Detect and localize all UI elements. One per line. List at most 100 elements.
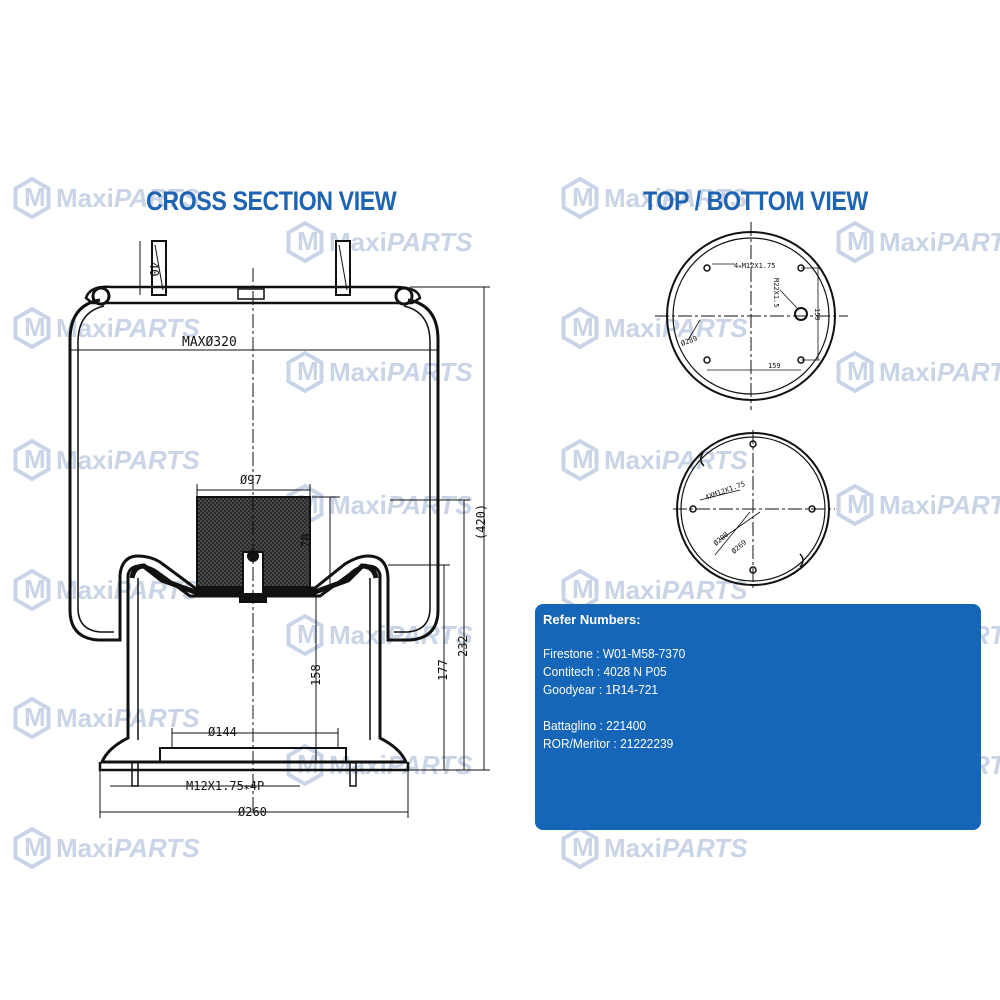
base-plate: [98, 762, 410, 772]
watermark-brand-prefix: Maxi: [879, 357, 937, 387]
watermark-brand-prefix: Maxi: [56, 445, 114, 475]
svg-text:M: M: [297, 749, 319, 779]
svg-text:MaxiPARTS: MaxiPARTS: [604, 445, 748, 475]
dim-top-spacing-x: 159: [768, 362, 781, 370]
bottom-view-labels: 4XM12X1.75 Ø200 Ø269: [704, 480, 748, 556]
watermark-brand-suffix: PARTS: [114, 313, 200, 343]
svg-text:M: M: [24, 832, 46, 862]
dim-stud-height: 40: [147, 262, 161, 276]
cross-section-dimensions: [70, 241, 490, 818]
watermark-brand-prefix: Maxi: [604, 575, 662, 605]
refer-line-firestone: Firestone : W01-M58-7370: [543, 646, 686, 661]
svg-text:M: M: [297, 619, 319, 649]
watermark-brand-suffix: PARTS: [662, 183, 748, 213]
dim-piston-diameter: Ø144: [208, 725, 237, 739]
watermark-logo: M MaxiPARTS: [13, 826, 200, 870]
top-bead-plate: [84, 285, 422, 305]
svg-text:M: M: [847, 489, 869, 519]
dim-bottom-diameter-269: Ø269: [730, 539, 748, 556]
watermark-logo: M MaxiPARTS: [286, 613, 473, 657]
svg-text:M: M: [572, 312, 594, 342]
cross-section-heading: CROSS SECTION VIEW: [146, 186, 397, 216]
dim-base-thread: M12X1.75⁎4P: [186, 779, 264, 793]
dim-top-stud-thread: 4⁎M12X1.75: [734, 262, 775, 270]
dim-bumper-diameter: Ø97: [240, 473, 262, 487]
watermark-brand-prefix: Maxi: [604, 445, 662, 475]
watermark-brand-suffix: PARTS: [937, 490, 1000, 520]
refer-line-ror-meritor: ROR/Meritor : 21222239: [543, 736, 674, 751]
svg-text:M: M: [297, 356, 319, 386]
svg-text:MaxiPARTS: MaxiPARTS: [604, 313, 748, 343]
watermark-brand-suffix: PARTS: [662, 575, 748, 605]
svg-text:MaxiPARTS: MaxiPARTS: [329, 357, 473, 387]
bottom-view-drawing: [673, 430, 835, 588]
watermark-brand-prefix: Maxi: [56, 703, 114, 733]
watermark-brand-suffix: PARTS: [387, 620, 473, 650]
bellows-inner: [77, 305, 114, 633]
svg-text:MaxiPARTS: MaxiPARTS: [879, 490, 1000, 520]
watermark-logo: M MaxiPARTS: [286, 220, 473, 264]
svg-text:M: M: [572, 182, 594, 212]
dim-bumper-height: 70: [299, 534, 313, 548]
watermark-logo: M MaxiPARTS: [836, 350, 1000, 394]
svg-text:MaxiPARTS: MaxiPARTS: [604, 833, 748, 863]
svg-text:M: M: [24, 702, 46, 732]
top-view-drawing: [655, 222, 848, 410]
watermark-logo: M MaxiPARTS: [286, 350, 473, 394]
dim-height-158: 158: [309, 664, 323, 686]
watermark-brand-prefix: Maxi: [329, 750, 387, 780]
svg-text:MaxiPARTS: MaxiPARTS: [56, 445, 200, 475]
watermark-brand-prefix: Maxi: [329, 620, 387, 650]
svg-text:MaxiPARTS: MaxiPARTS: [329, 490, 473, 520]
dim-top-spacing-y: 159: [813, 308, 821, 321]
cross-section-labels: 40 MAXØ320 Ø97 70 (420) 232 177 158 Ø144…: [147, 262, 488, 819]
dim-overall-height: (420): [474, 504, 488, 540]
watermark-brand-suffix: PARTS: [114, 833, 200, 863]
svg-text:MaxiPARTS: MaxiPARTS: [604, 183, 748, 213]
dim-max-diameter: MAXØ320: [182, 335, 237, 350]
svg-text:MaxiPARTS: MaxiPARTS: [56, 833, 200, 863]
dim-base-diameter: Ø260: [238, 805, 267, 819]
svg-text:MaxiPARTS: MaxiPARTS: [329, 620, 473, 650]
watermark-brand-prefix: Maxi: [56, 833, 114, 863]
watermark-brand-suffix: PARTS: [937, 357, 1000, 387]
dim-top-center-thread: M22X1.5: [772, 278, 780, 308]
svg-text:MaxiPARTS: MaxiPARTS: [329, 227, 473, 257]
watermark-brand-prefix: Maxi: [604, 183, 662, 213]
svg-text:M: M: [24, 182, 46, 212]
dim-bottom-bolt-thread: 4XM12X1.75: [704, 480, 746, 502]
refer-line-battaglino: Battaglino : 221400: [543, 718, 647, 733]
watermark-brand-suffix: PARTS: [662, 833, 748, 863]
watermark-brand-prefix: Maxi: [879, 490, 937, 520]
watermark-logo: M MaxiPARTS: [561, 306, 748, 350]
watermark-brand-prefix: Maxi: [879, 227, 937, 257]
dim-height-177: 177: [436, 659, 450, 681]
svg-text:M: M: [572, 444, 594, 474]
svg-text:MaxiPARTS: MaxiPARTS: [56, 313, 200, 343]
dim-height-232: 232: [456, 635, 470, 657]
watermark-logo: M MaxiPARTS: [561, 176, 748, 220]
watermark-brand-prefix: Maxi: [329, 490, 387, 520]
svg-text:MaxiPARTS: MaxiPARTS: [879, 227, 1000, 257]
svg-text:MaxiPARTS: MaxiPARTS: [879, 357, 1000, 387]
top-bottom-heading: TOP / BOTTOM VIEW: [643, 186, 868, 216]
svg-text:M: M: [297, 226, 319, 256]
watermark-brand-suffix: PARTS: [387, 227, 473, 257]
svg-text:M: M: [847, 356, 869, 386]
refer-line-contitech: Contitech : 4028 N P05: [543, 664, 667, 679]
svg-text:MaxiPARTS: MaxiPARTS: [604, 575, 748, 605]
refer-numbers-panel: Refer Numbers: Firestone : W01-M58-7370 …: [535, 604, 981, 830]
watermark-logo: M MaxiPARTS: [836, 483, 1000, 527]
svg-text:M: M: [24, 574, 46, 604]
watermark-brand-prefix: Maxi: [604, 313, 662, 343]
svg-text:M: M: [847, 226, 869, 256]
